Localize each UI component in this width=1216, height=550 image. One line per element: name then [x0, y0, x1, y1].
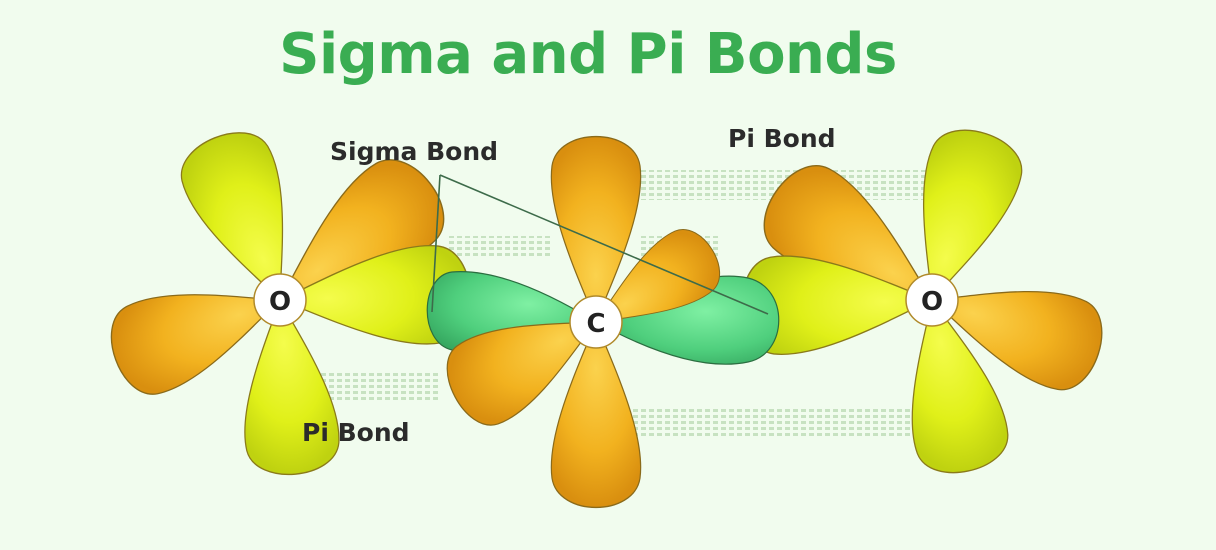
atom-right-oxygen: O	[905, 273, 959, 327]
sigma-bond-pointers	[431, 174, 769, 315]
pi-overlap-bottom-right	[632, 408, 932, 438]
pi-bond-label-bottom: Pi Bond	[302, 418, 410, 447]
pi-overlap-mid-left	[446, 236, 552, 258]
sigma-bond-label: Sigma Bond	[330, 137, 499, 166]
atom-label-left: O	[269, 287, 291, 317]
pi-bond-label-top: Pi Bond	[728, 124, 836, 153]
atom-label-center: C	[586, 309, 605, 339]
atom-center-carbon: C	[569, 295, 623, 349]
atom-label-right: O	[921, 287, 943, 317]
atom-left-oxygen: O	[253, 273, 307, 327]
page-title: Sigma and Pi Bonds	[279, 22, 897, 87]
